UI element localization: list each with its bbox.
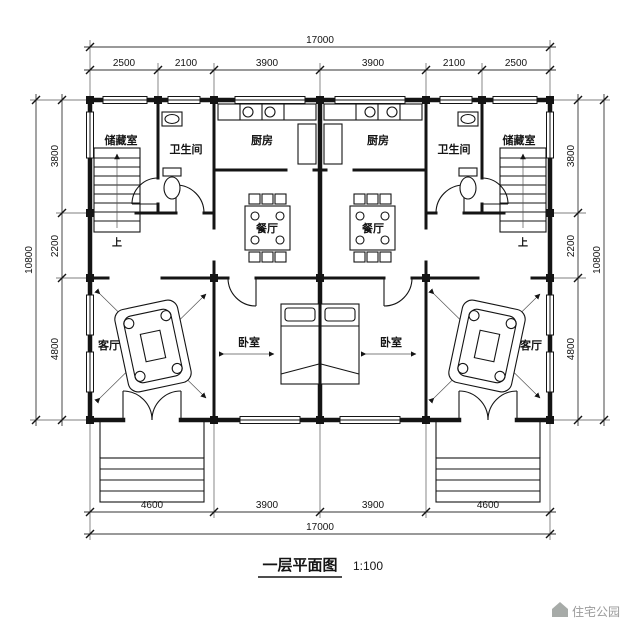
drawing-title-text: 一层平面图 <box>262 557 337 574</box>
dim-top-3: 3900 <box>362 58 385 69</box>
dim-top-5: 2500 <box>505 58 528 69</box>
storage-door-right <box>481 177 509 205</box>
room-label-kitchen-left: 厨房 <box>251 133 273 147</box>
room-label-storage-left: 储藏室 <box>105 133 138 147</box>
dim-left-1: 2200 <box>50 234 61 257</box>
bed-right <box>320 303 360 385</box>
dim-left-2: 4800 <box>50 337 61 360</box>
dim-bottom-0: 4600 <box>141 500 164 511</box>
stair-up-label-left: 上 <box>112 236 122 249</box>
room-label-living-right: 客厅 <box>519 338 542 352</box>
dim-top-1: 2100 <box>175 58 198 69</box>
bathroom-fixtures-right <box>457 111 479 200</box>
dim-top-4: 2100 <box>443 58 466 69</box>
sofa-set-right <box>448 299 526 393</box>
room-label-dining-left: 餐厅 <box>255 221 278 235</box>
window <box>86 111 94 159</box>
storage-door-left <box>131 177 159 205</box>
window <box>492 96 538 104</box>
room-label-bedroom-right: 卧室 <box>380 335 402 349</box>
window <box>546 111 554 159</box>
bedroom-door-right <box>383 277 413 307</box>
room-label-storage-right: 储藏室 <box>503 133 536 147</box>
dim-top-0: 2500 <box>113 58 136 69</box>
dimension-texts: 17000 2500 2100 3900 3900 2100 2500 3800… <box>24 35 603 533</box>
dim-bottom-3: 4600 <box>477 500 500 511</box>
window <box>86 294 94 336</box>
room-label-dining-right: 餐厅 <box>361 221 384 235</box>
stair-up-label-right: 上 <box>518 236 528 249</box>
window <box>546 351 554 393</box>
watermark-brand: 住宅公园 <box>572 604 620 619</box>
bed-left <box>280 303 320 385</box>
window <box>86 351 94 393</box>
window <box>334 96 406 104</box>
staircase-left <box>93 147 141 233</box>
staircase-right <box>499 147 547 233</box>
entry-door-left <box>122 390 182 421</box>
room-label-bathroom-left: 卫生间 <box>170 142 203 156</box>
dim-right-0: 3800 <box>566 144 577 167</box>
dim-left-total: 10800 <box>24 246 35 274</box>
sofa-set-left <box>114 299 192 393</box>
window <box>546 294 554 336</box>
room-label-living-left: 客厅 <box>97 338 120 352</box>
watermark-house-icon <box>552 602 568 617</box>
dim-bottom-2: 3900 <box>362 500 385 511</box>
bathroom-fixtures-left <box>161 111 183 200</box>
kitchen-counter-left <box>217 103 317 165</box>
bedroom-door-left <box>227 277 257 307</box>
room-label-bathroom-right: 卫生间 <box>438 142 471 156</box>
entry-door-right <box>458 390 518 421</box>
drawing-scale: 1:100 <box>353 559 383 573</box>
dining-set-left <box>244 193 291 263</box>
window <box>439 96 473 104</box>
window <box>239 416 301 424</box>
room-label-kitchen-right: 厨房 <box>367 133 389 147</box>
porch-steps-left <box>99 422 205 503</box>
window <box>339 416 401 424</box>
window <box>234 96 306 104</box>
window <box>102 96 148 104</box>
windows <box>86 96 554 424</box>
columns <box>86 96 554 424</box>
dim-left-0: 3800 <box>50 144 61 167</box>
window <box>167 96 201 104</box>
watermark: 住宅公园 <box>552 602 620 619</box>
dining-set-right <box>349 193 396 263</box>
dim-right-1: 2200 <box>566 234 577 257</box>
dim-top-2: 3900 <box>256 58 279 69</box>
dim-bottom-total: 17000 <box>306 522 334 533</box>
dim-bottom-1: 3900 <box>256 500 279 511</box>
room-label-bedroom-left: 卧室 <box>238 335 260 349</box>
dim-top-total: 17000 <box>306 35 334 46</box>
porch-steps-right <box>435 422 541 503</box>
room-labels: 储藏室 卫生间 厨房 厨房 卫生间 储藏室 餐厅 餐厅 客厅 客厅 卧室 卧室 … <box>97 133 542 352</box>
dim-right-2: 4800 <box>566 337 577 360</box>
dim-right-total: 10800 <box>592 246 603 274</box>
extension-lines <box>30 40 610 540</box>
drawing-title: 一层平面图 1:100 <box>258 557 383 578</box>
kitchen-counter-right <box>323 103 423 165</box>
dimension-lines <box>31 42 609 539</box>
